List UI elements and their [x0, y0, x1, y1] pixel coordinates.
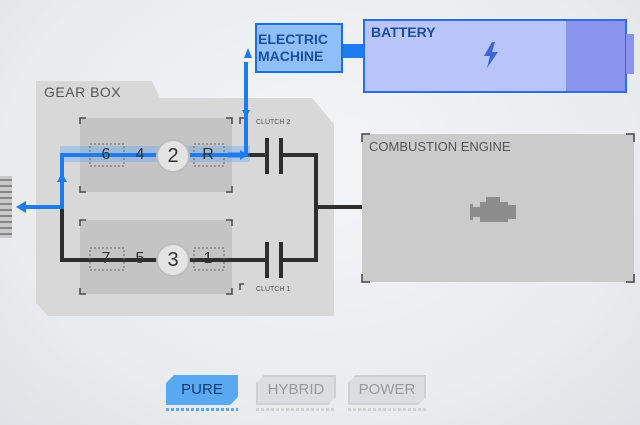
gear-6: 6	[101, 146, 111, 163]
gear-5: 5	[135, 250, 145, 267]
mode-pure-underline	[166, 408, 238, 411]
combustion-engine-title: COMBUSTION ENGINE	[369, 139, 511, 154]
lightning-bolt-icon	[484, 42, 498, 68]
mode-selector: PURE HYBRID POWER	[0, 370, 640, 411]
mode-power-button[interactable]: POWER	[348, 375, 426, 405]
battery-charge-segment	[566, 21, 625, 91]
mode-hybrid-underline	[256, 408, 336, 411]
engine-brackets	[361, 133, 635, 283]
gearbox-title: GEAR BOX	[44, 84, 122, 100]
mode-hybrid-button[interactable]: HYBRID	[256, 375, 336, 405]
energy-flow-path	[16, 44, 364, 213]
clutch-plates	[265, 138, 283, 278]
battery-terminal	[626, 34, 634, 74]
gear-4: 4	[135, 146, 145, 163]
mode-power-underline	[348, 408, 426, 411]
gear-7: 7	[101, 250, 111, 267]
mechanical-links	[60, 153, 362, 262]
engine-icon	[470, 197, 516, 222]
electric-machine-title: ELECTRIC MACHINE	[258, 31, 328, 64]
gear-reverse: R	[202, 146, 214, 163]
mode-pure-button[interactable]: PURE	[166, 375, 238, 405]
clutch-1-label: CLUTCH 1	[256, 286, 291, 293]
gear-row-brackets	[79, 117, 244, 295]
clutch-2-label: CLUTCH 2	[256, 119, 291, 126]
gear-1: 1	[203, 250, 213, 267]
gear-slot-guides	[89, 143, 225, 271]
gear-3: 3	[156, 243, 190, 277]
gear-2-active: 2	[156, 139, 190, 173]
electric-machine-box	[255, 23, 343, 73]
battery-title: BATTERY	[371, 24, 436, 40]
output-shaft	[0, 176, 12, 238]
